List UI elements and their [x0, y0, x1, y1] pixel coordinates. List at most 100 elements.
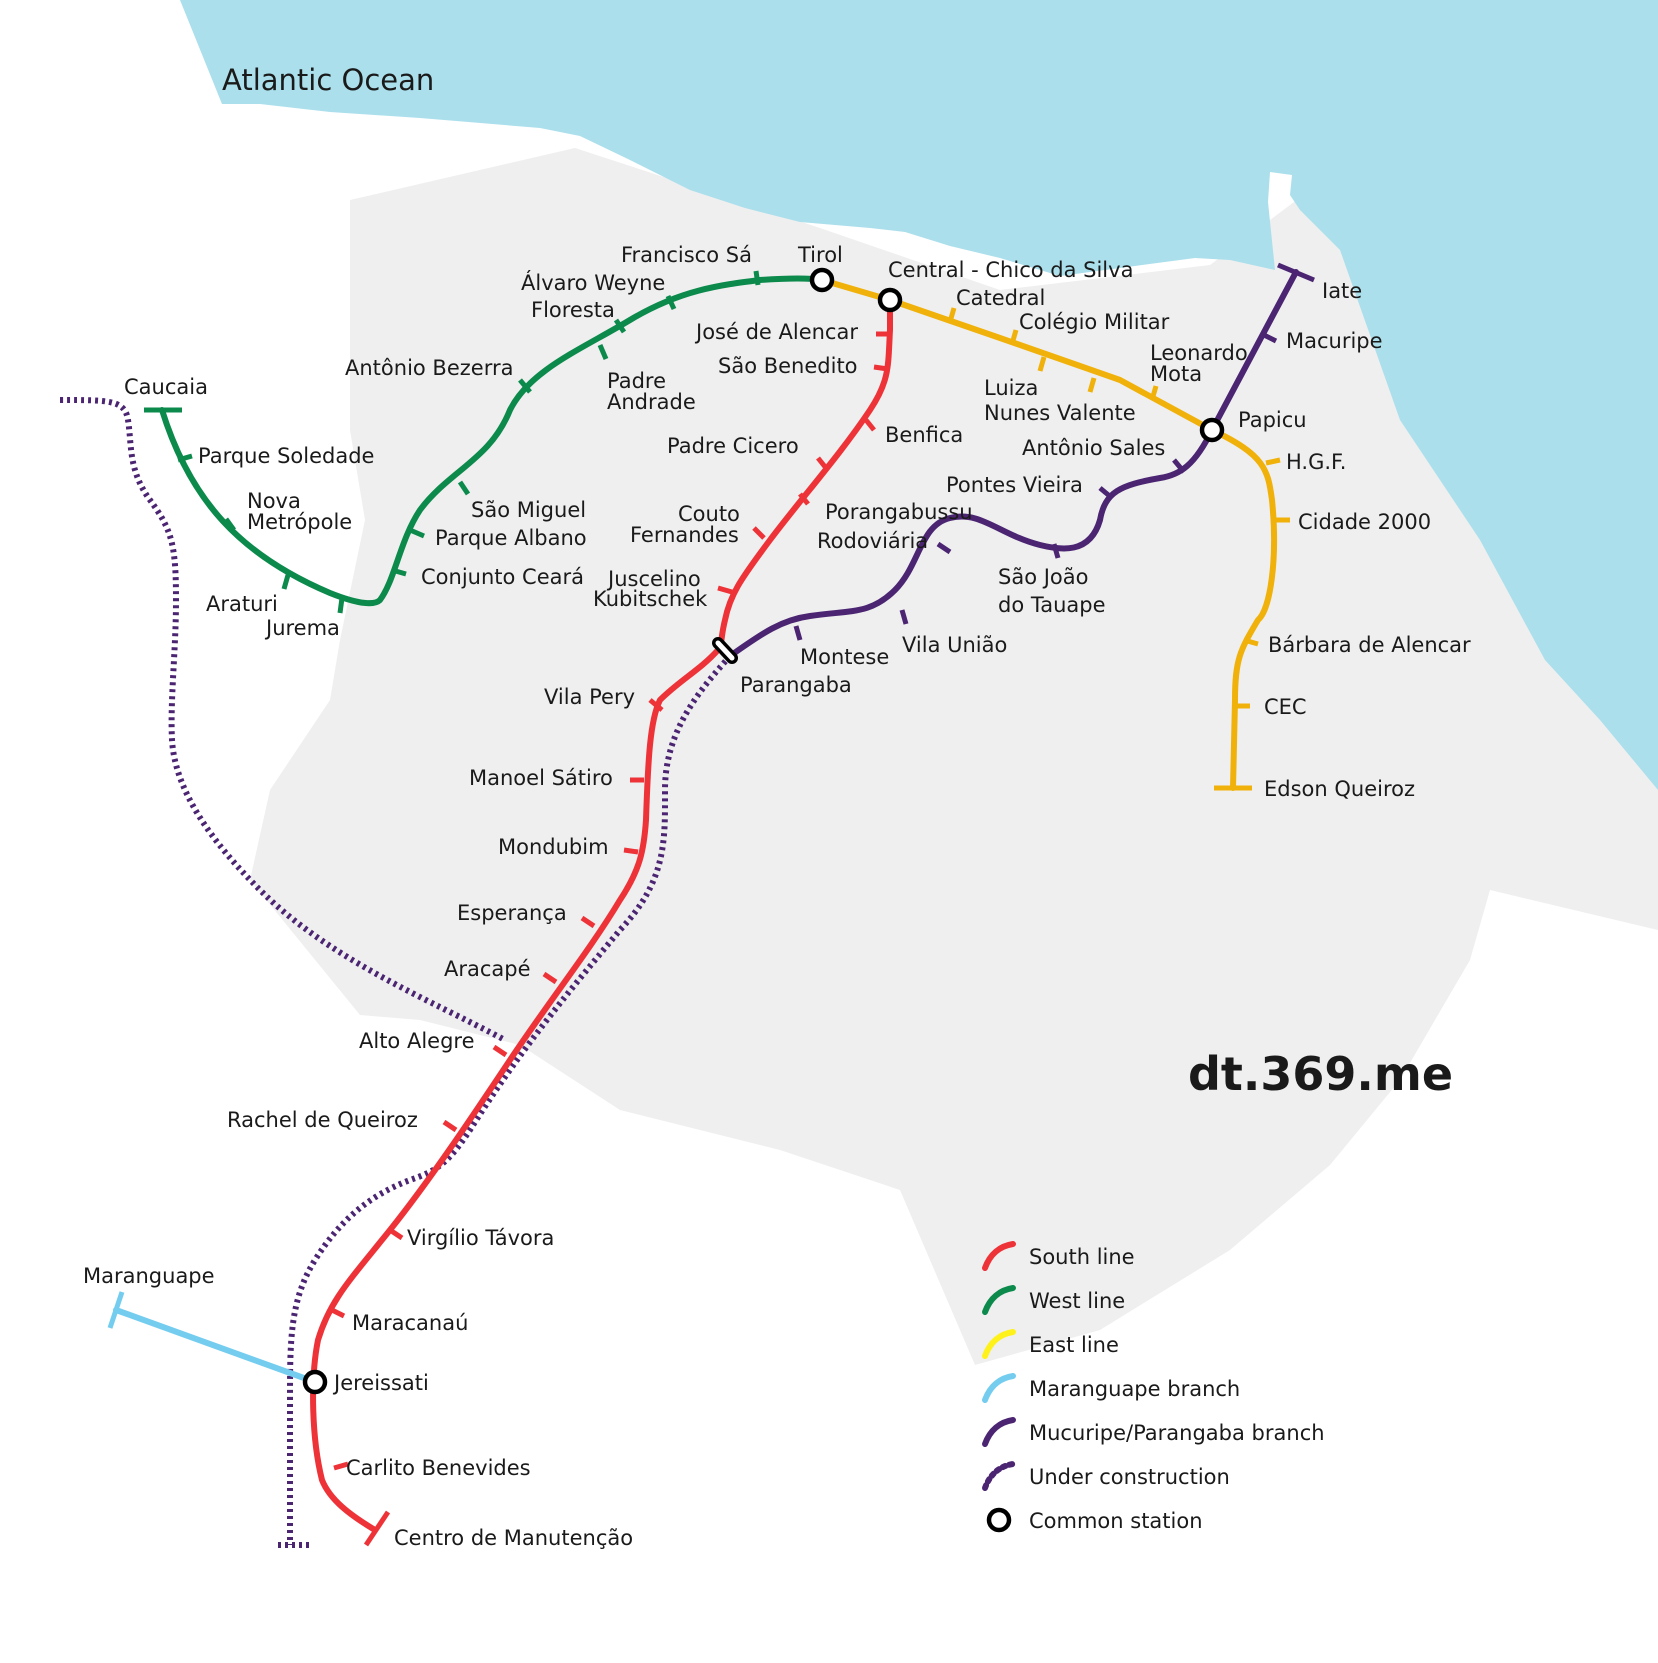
east-line: [819, 277, 1290, 791]
legend-swatch: [982, 1285, 1016, 1315]
legend-item: South line: [982, 1241, 1135, 1271]
label-alto-alegre[interactable]: Alto Alegre: [359, 1029, 475, 1053]
legend-swatch: [982, 1373, 1016, 1403]
land-area: [250, 148, 1658, 1365]
label-alvaro-weyne[interactable]: Álvaro Weyne: [521, 270, 665, 295]
label-nova-metropole-1[interactable]: Nova: [247, 489, 301, 513]
label-cidade2000[interactable]: Cidade 2000: [1298, 510, 1431, 534]
label-rodoviaria[interactable]: Rodoviária: [817, 529, 928, 553]
label-antonio-bezerra[interactable]: Antônio Bezerra: [345, 356, 513, 380]
legend-item: East line: [982, 1329, 1119, 1359]
label-padre-andrade-2[interactable]: Andrade: [607, 390, 696, 414]
label-macuripe[interactable]: Macuripe: [1286, 329, 1383, 353]
label-aracape[interactable]: Aracapé: [444, 957, 531, 981]
label-montese[interactable]: Montese: [800, 645, 889, 669]
label-colegio-militar[interactable]: Colégio Militar: [1019, 310, 1170, 334]
label-jereissati[interactable]: Jereissati: [332, 1371, 429, 1395]
west-line: [144, 270, 825, 614]
label-couto-1[interactable]: Couto: [678, 502, 740, 526]
legend-label: Under construction: [1029, 1465, 1230, 1489]
under-construction-west: [59, 397, 507, 1043]
legend-label: South line: [1029, 1245, 1135, 1269]
label-vila-uniao[interactable]: Vila União: [902, 633, 1007, 657]
label-padre-cicero[interactable]: Padre Cicero: [667, 434, 799, 458]
label-francisco-sa[interactable]: Francisco Sá: [621, 243, 752, 267]
station-parangaba[interactable]: [712, 637, 738, 664]
label-padre-andrade-1[interactable]: Padre: [607, 369, 666, 393]
station-labels: Tirol Central - Chico da Silva Papicu Pa…: [83, 243, 1471, 1550]
label-conjunto-ceara[interactable]: Conjunto Ceará: [421, 565, 584, 589]
station-tirol[interactable]: [809, 267, 835, 293]
ocean-label: Atlantic Ocean: [222, 63, 434, 97]
label-sao-joao-1[interactable]: São João: [998, 565, 1088, 589]
legend-item: West line: [982, 1285, 1125, 1315]
label-porangabussu[interactable]: Porangabussu: [825, 500, 973, 524]
label-esperanca[interactable]: Esperança: [457, 901, 567, 925]
label-sao-joao-2[interactable]: do Tauape: [998, 593, 1106, 617]
label-caucaia[interactable]: Caucaia: [124, 375, 208, 399]
legend-label: Mucuripe/Parangaba branch: [1029, 1421, 1325, 1445]
label-antonio-sales[interactable]: Antônio Sales: [1022, 436, 1165, 460]
legend-swatch: [982, 1417, 1016, 1447]
label-maracanau[interactable]: Maracanaú: [352, 1311, 468, 1335]
label-barbara[interactable]: Bárbara de Alencar: [1268, 633, 1471, 657]
under-construction-lines: [59, 397, 733, 1548]
label-sao-miguel[interactable]: São Miguel: [471, 498, 586, 522]
legend-item: Under construction: [982, 1461, 1230, 1491]
label-jk-2[interactable]: Kubitschek: [593, 587, 708, 611]
station-jereissati[interactable]: [302, 1369, 328, 1395]
label-luiza-2[interactable]: Nunes Valente: [984, 401, 1136, 425]
legend-swatch: [982, 1241, 1016, 1271]
label-parque-albano[interactable]: Parque Albano: [435, 526, 587, 550]
label-rachel[interactable]: Rachel de Queiroz: [227, 1108, 418, 1132]
label-carlito[interactable]: Carlito Benevides: [346, 1456, 531, 1480]
label-catedral[interactable]: Catedral: [956, 286, 1045, 310]
station-papicu[interactable]: [1199, 417, 1225, 443]
label-manoel-satiro[interactable]: Manoel Sátiro: [469, 766, 613, 790]
label-nova-metropole-2[interactable]: Metrópole: [247, 510, 352, 534]
label-vila-pery[interactable]: Vila Pery: [544, 685, 635, 709]
label-parque-soledade[interactable]: Parque Soledade: [198, 444, 374, 468]
label-pontes-vieira[interactable]: Pontes Vieira: [946, 473, 1083, 497]
legend-swatch: [982, 1329, 1016, 1359]
label-edson[interactable]: Edson Queiroz: [1264, 777, 1415, 801]
label-iate[interactable]: Iate: [1322, 279, 1362, 303]
station-central[interactable]: [877, 287, 903, 313]
legend-item: Maranguape branch: [982, 1373, 1240, 1403]
mucuripe-branch: [727, 262, 1315, 659]
label-papicu[interactable]: Papicu: [1238, 408, 1307, 432]
label-jk-1[interactable]: Juscelino: [606, 567, 701, 591]
legend-label: Common station: [1029, 1509, 1203, 1533]
label-jose-alencar[interactable]: José de Alencar: [694, 320, 858, 344]
label-maranguape[interactable]: Maranguape: [83, 1264, 215, 1288]
legend-swatch: [982, 1461, 1016, 1491]
legend-item: Mucuripe/Parangaba branch: [982, 1417, 1325, 1447]
label-sao-benedito[interactable]: São Benedito: [718, 354, 858, 378]
label-benfica[interactable]: Benfica: [885, 423, 963, 447]
label-cec[interactable]: CEC: [1264, 695, 1307, 719]
label-centro-manut[interactable]: Centro de Manutenção: [394, 1526, 633, 1550]
label-tirol[interactable]: Tirol: [797, 243, 843, 267]
ocean-area: [0, 0, 1658, 790]
label-araturi[interactable]: Araturi: [206, 592, 278, 616]
label-leonardo-1[interactable]: Leonardo: [1150, 341, 1248, 365]
label-central[interactable]: Central - Chico da Silva: [888, 258, 1133, 282]
label-luiza-1[interactable]: Luiza: [984, 376, 1038, 400]
legend-swatch-common-station: [986, 1507, 1012, 1533]
label-mondubim[interactable]: Mondubim: [498, 835, 609, 859]
label-floresta[interactable]: Floresta: [531, 298, 615, 322]
maranguape-branch: [107, 1291, 318, 1385]
label-jurema[interactable]: Jurema: [264, 616, 340, 640]
label-leonardo-2[interactable]: Mota: [1150, 362, 1202, 386]
south-line: [310, 297, 893, 1547]
label-parangaba[interactable]: Parangaba: [740, 673, 852, 697]
legend-label: Maranguape branch: [1029, 1377, 1240, 1401]
watermark: dt.369.me: [1188, 1047, 1453, 1101]
legend-label: East line: [1029, 1333, 1119, 1357]
label-hgf[interactable]: H.G.F.: [1286, 450, 1346, 474]
label-couto-2[interactable]: Fernandes: [630, 523, 739, 547]
common-stations: [302, 267, 1225, 1395]
label-virgilio[interactable]: Virgílio Távora: [407, 1226, 554, 1250]
